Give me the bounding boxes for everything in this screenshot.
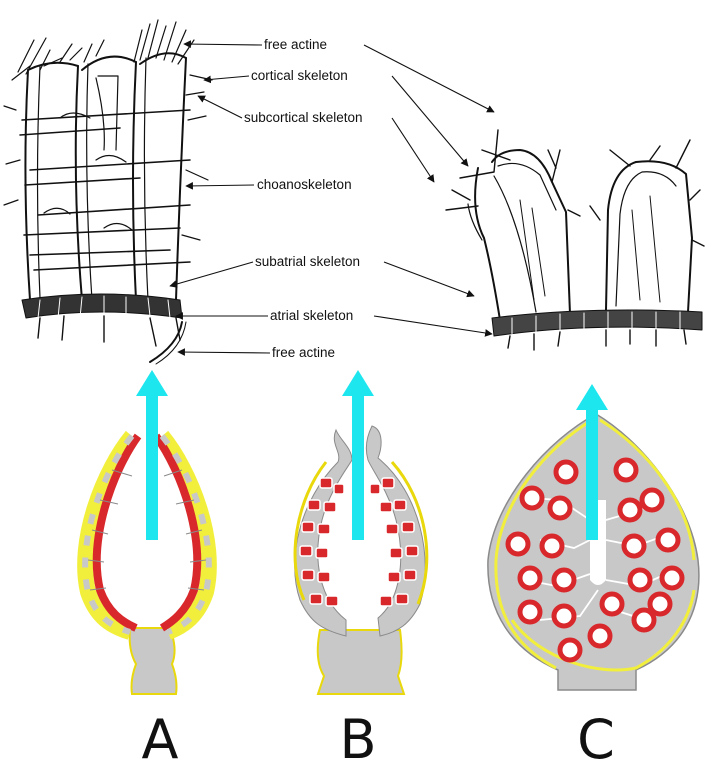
- label-subcortical-skeleton: subcortical skeleton: [244, 110, 363, 125]
- panel-label-c: C: [577, 708, 615, 769]
- panel-label-a: A: [142, 708, 179, 769]
- label-subatrial-skeleton: subatrial skeleton: [255, 254, 360, 269]
- left-skeleton-drawing: [4, 20, 212, 364]
- label-choanoskeleton: choanoskeleton: [257, 177, 352, 192]
- label-atrial-skeleton: atrial skeleton: [270, 308, 353, 323]
- label-free-actine-top: free actine: [264, 37, 327, 52]
- flow-arrow-a: [136, 370, 168, 540]
- leader-lines: [170, 44, 494, 353]
- panel-label-b: B: [339, 708, 376, 769]
- label-cortical-skeleton: cortical skeleton: [251, 68, 348, 83]
- right-skeleton-drawing: [446, 130, 704, 350]
- annotation-labels: free actine cortical skeleton subcortica…: [244, 37, 363, 360]
- label-free-actine-bottom: free actine: [272, 345, 335, 360]
